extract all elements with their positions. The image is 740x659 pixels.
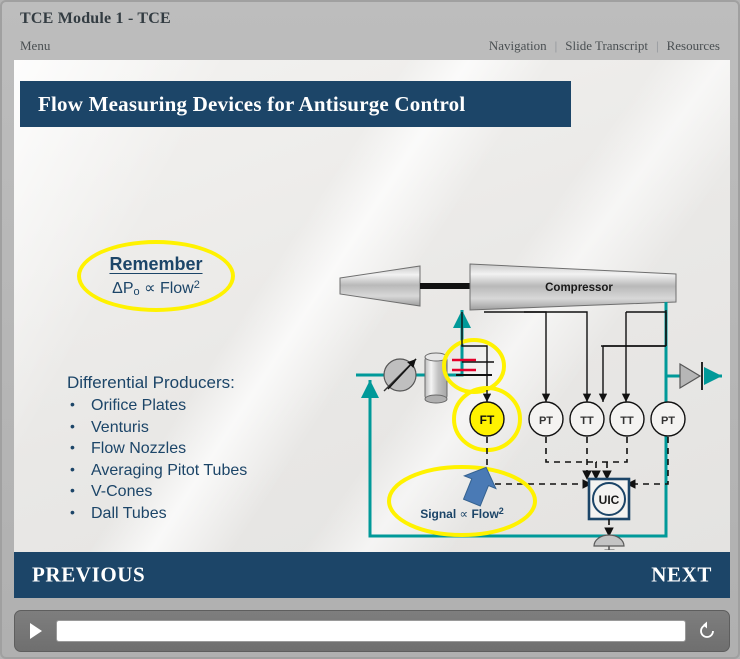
slide-nav-bar: PREVIOUS NEXT [14, 552, 730, 598]
instrument-label-tt-1: TT [580, 415, 594, 427]
play-icon[interactable] [24, 618, 48, 644]
instrument-bubble-tt-1[interactable] [569, 401, 605, 437]
list-item: Orifice Plates [67, 394, 307, 417]
signal-note-superscript: 2 [499, 506, 504, 516]
nav-separator: | [554, 38, 558, 53]
nav-link-slide-transcript[interactable]: Slide Transcript [565, 38, 648, 53]
producers-heading: Differential Producers: [67, 373, 235, 392]
instrument-bubble-tt-2[interactable] [609, 401, 645, 437]
previous-button[interactable]: PREVIOUS [32, 562, 146, 587]
menu-button[interactable]: Menu [20, 38, 51, 53]
signal-note-suffix: Flow [468, 507, 499, 521]
signal-note-operator: ∝ [460, 507, 469, 521]
next-button[interactable]: NEXT [651, 562, 712, 587]
nav-link-resources[interactable]: Resources [666, 38, 720, 53]
orifice-highlight-ellipse [442, 338, 506, 394]
list-item: Averaging Pitot Tubes [67, 459, 307, 482]
instrument-tap-lines [461, 311, 667, 402]
compressor-label: Compressor [545, 282, 613, 294]
producers-list: Orifice Plates Venturis Flow Nozzles Ave… [67, 394, 307, 525]
pid-diagram: Compressor [324, 250, 724, 550]
signal-note: Signal ∝ Flow2 [420, 506, 504, 521]
remember-callout: Remember ΔPo ∝ Flow2 [77, 240, 235, 312]
instrument-label-tt-2: TT [620, 415, 634, 427]
slide-title: Flow Measuring Devices for Antisurge Con… [38, 91, 466, 116]
instrument-bubble-pt-1[interactable] [528, 401, 564, 437]
slide-stage: Flow Measuring Devices for Antisurge Con… [14, 60, 730, 552]
instrument-bubble-pt-2[interactable] [650, 401, 686, 437]
list-item: V-Cones [67, 480, 307, 503]
driver-turbine-icon [339, 265, 421, 307]
compressor-icon [469, 263, 677, 311]
formula-prefix: ΔP [112, 280, 134, 297]
highlight-ellipse [77, 240, 235, 312]
orifice-plate-icon [452, 358, 494, 376]
formula-subscript: o [133, 286, 140, 298]
progress-bar[interactable] [56, 620, 686, 642]
list-item: Venturis [67, 416, 307, 439]
signal-arrow-icon [462, 466, 497, 507]
course-title: TCE Module 1 - TCE [20, 10, 171, 27]
remember-heading: Remember [109, 254, 203, 274]
remember-formula: ΔPo ∝ Flow2 [77, 278, 235, 298]
replay-icon[interactable] [694, 618, 720, 644]
instrument-bubbles: FT PT TT TT PT [452, 386, 686, 452]
formula-operator: ∝ Flow [139, 280, 194, 297]
uic-label: UIC [599, 493, 620, 507]
instrument-label-pt-2: PT [661, 415, 675, 427]
differential-producers-block: Differential Producers: Orifice Plates V… [67, 373, 307, 524]
course-header: TCE Module 1 - TCE Menu Navigation | Sli… [2, 2, 740, 60]
list-item: Dall Tubes [67, 502, 307, 525]
instrument-label-pt-1: PT [539, 415, 553, 427]
list-item: Flow Nozzles [67, 437, 307, 460]
check-valve-icon [679, 362, 703, 390]
slide-title-bar: Flow Measuring Devices for Antisurge Con… [20, 81, 571, 127]
nav-separator: | [655, 38, 659, 53]
instrument-label-ft: FT [480, 413, 495, 427]
header-nav: Navigation | Slide Transcript | Resource… [481, 38, 728, 54]
instrument-bubble-ft[interactable] [469, 401, 505, 437]
shaft-icon [420, 283, 470, 289]
uic-controller[interactable]: UIC [587, 477, 631, 521]
signal-highlight-ellipse [387, 465, 537, 537]
player-bar [14, 610, 730, 652]
flow-element-icon [383, 358, 417, 392]
formula-superscript: 2 [193, 279, 200, 291]
control-valve-icon [593, 534, 625, 550]
nav-link-navigation[interactable]: Navigation [488, 38, 547, 53]
signal-note-prefix: Signal [420, 507, 459, 521]
